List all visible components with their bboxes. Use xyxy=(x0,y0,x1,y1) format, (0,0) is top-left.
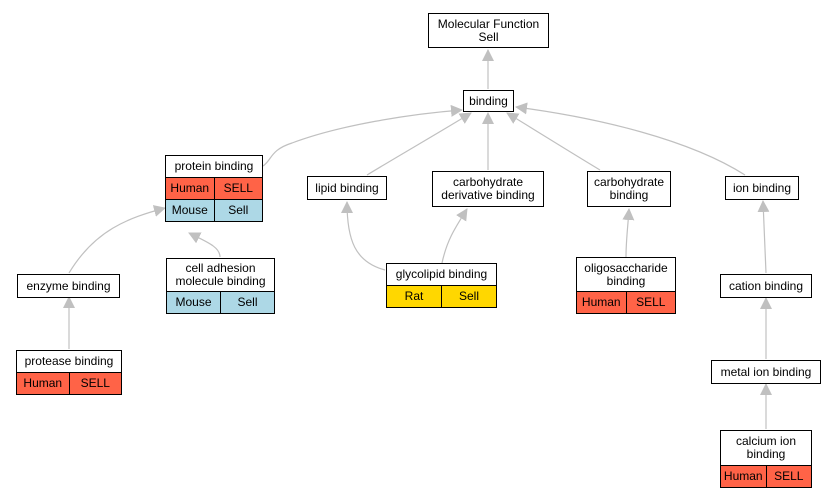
node-enzyme-binding[interactable]: enzyme binding xyxy=(17,274,120,298)
organism-row: Human SELL xyxy=(166,177,262,199)
node-ion-binding[interactable]: ion binding xyxy=(725,176,799,200)
organism-cell: Human xyxy=(721,466,766,487)
gene-cell: Sell xyxy=(220,292,274,313)
node-title: ion binding xyxy=(732,180,792,195)
node-carbohydrate-derivative-binding[interactable]: carbohydrate derivative binding xyxy=(432,171,544,207)
node-metal-ion-binding[interactable]: metal ion binding xyxy=(711,360,821,384)
organism-cell: Human xyxy=(577,292,626,313)
node-carbohydrate-binding[interactable]: carbohydrate binding xyxy=(587,171,671,207)
organism-cell: Rat xyxy=(387,286,441,307)
edge-celladh-protein xyxy=(188,232,221,258)
node-title: glycolipid binding xyxy=(395,267,488,281)
organism-cell: Mouse xyxy=(166,200,214,221)
edge-protein-binding xyxy=(262,104,463,167)
node-protease-binding[interactable]: protease binding Human SELL xyxy=(16,350,122,395)
gene-cell: SELL xyxy=(68,373,121,394)
node-title: binding xyxy=(469,93,508,108)
node-title: cell adhesion molecule binding xyxy=(175,261,266,288)
organism-cell: Mouse xyxy=(167,292,220,313)
edge-ion-binding xyxy=(515,102,746,176)
node-title: protein binding xyxy=(174,159,254,173)
node-protein-binding[interactable]: protein binding Human SELL Mouse Sell xyxy=(165,155,263,222)
node-title: carbohydrate binding xyxy=(593,175,665,202)
node-lipid-binding[interactable]: lipid binding xyxy=(307,176,387,200)
organism-row: Human SELL xyxy=(721,465,811,487)
node-title: metal ion binding xyxy=(720,364,812,379)
node-calcium-ion-binding[interactable]: calcium ion binding Human SELL xyxy=(720,430,812,488)
node-title: calcium ion binding xyxy=(735,434,797,461)
edge-lipid-binding xyxy=(366,112,472,176)
edge-enzyme-protein xyxy=(68,205,166,274)
gene-cell: SELL xyxy=(213,178,262,199)
edge-cation-ion xyxy=(757,200,770,274)
node-title: Molecular Function Sell xyxy=(437,16,540,44)
organism-row: Rat Sell xyxy=(387,285,496,307)
organism-row: Mouse Sell xyxy=(166,199,262,221)
node-title: protease binding xyxy=(24,354,114,368)
node-cation-binding[interactable]: cation binding xyxy=(720,274,812,298)
node-title: cation binding xyxy=(728,278,804,293)
organism-cell: Human xyxy=(17,373,69,394)
edge-glycolipid-lipid xyxy=(341,201,386,271)
edge-oligo-carb xyxy=(622,208,635,258)
node-binding[interactable]: binding xyxy=(463,90,514,112)
node-title: enzyme binding xyxy=(26,278,111,293)
gene-cell: SELL xyxy=(625,292,675,313)
organism-row: Human SELL xyxy=(17,372,121,394)
organism-row: Human SELL xyxy=(577,291,675,313)
gene-cell: SELL xyxy=(765,466,811,487)
edge-glycolipid-carbderiv xyxy=(441,208,468,264)
edge-carb-binding xyxy=(506,112,601,171)
node-glycolipid-binding[interactable]: glycolipid binding Rat Sell xyxy=(386,263,497,308)
node-cell-adhesion-molecule-binding[interactable]: cell adhesion molecule binding Mouse Sel… xyxy=(166,258,275,314)
node-title: carbohydrate derivative binding xyxy=(441,175,535,202)
node-title: lipid binding xyxy=(315,180,379,195)
node-oligosaccharide-binding[interactable]: oligosaccharide binding Human SELL xyxy=(576,257,676,314)
node-title: oligosaccharide binding xyxy=(584,260,668,288)
organism-cell: Human xyxy=(166,178,214,199)
node-molecular-function[interactable]: Molecular Function Sell xyxy=(428,13,549,48)
gene-cell: Sell xyxy=(441,286,496,307)
gene-cell: Sell xyxy=(213,200,262,221)
organism-row: Mouse Sell xyxy=(167,291,274,313)
